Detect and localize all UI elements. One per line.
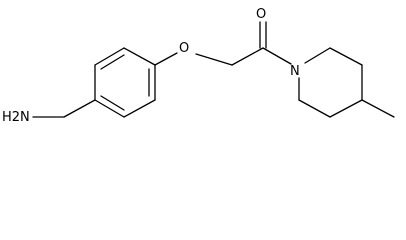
- ring-bond: [94, 47, 125, 66]
- o-ch2-bond: [195, 53, 233, 66]
- ring-bond: [329, 47, 363, 66]
- aryl-o-bond: [154, 52, 178, 66]
- ring-bond: [329, 99, 363, 118]
- ring-bond: [123, 99, 156, 118]
- ch2-bond: [63, 99, 96, 118]
- ring-bond: [304, 47, 331, 64]
- ether-oxygen-label: O: [179, 41, 189, 56]
- benzene-ring: [94, 47, 156, 118]
- ring-bond: [298, 99, 331, 118]
- ring-bond: [123, 47, 156, 66]
- ch2-carbonyl-bond: [231, 47, 264, 66]
- molecular-structure-diagram: H2N O O N: [2, 7, 395, 125]
- methyl-bond: [361, 99, 395, 118]
- piperidine-ring: [298, 47, 363, 118]
- ring-bond: [94, 99, 125, 118]
- ring-nitrogen-label: N: [290, 64, 300, 79]
- carbonyl-oxygen-label: O: [256, 7, 266, 22]
- ring-double-bond: [100, 54, 125, 70]
- ring-double-bond: [100, 95, 125, 111]
- carbonyl-n-bond: [262, 47, 292, 65]
- amine-label: H2N: [2, 110, 30, 125]
